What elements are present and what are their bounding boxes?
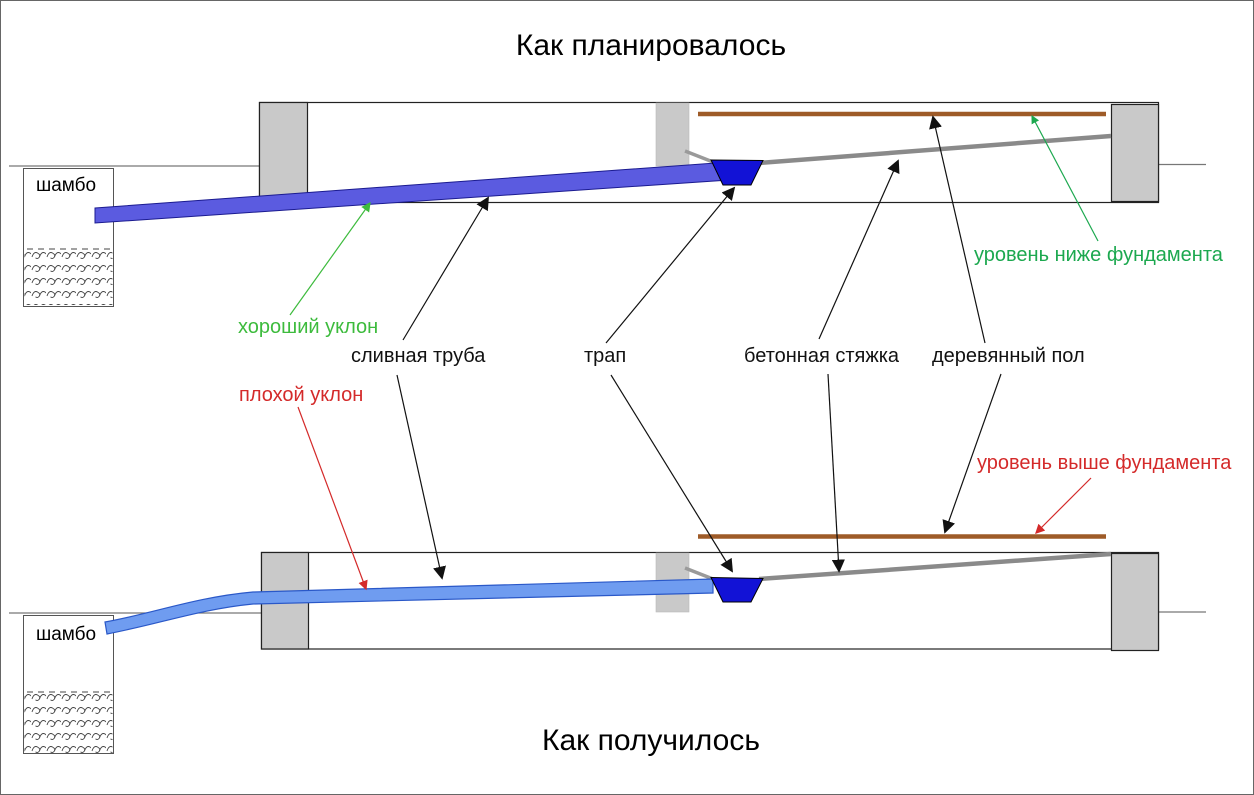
floor-drain-arrow-down: [610, 374, 733, 573]
actual-diagram: [9, 373, 1206, 754]
screed-arrow-down: [827, 373, 845, 573]
good-slope-arrow: [289, 201, 371, 316]
concrete-screed-line: [758, 133, 1112, 166]
drain-pipe-label: сливная труба: [351, 345, 486, 367]
septic-tank-label-top: шамбо: [36, 175, 97, 196]
floor-drain-arrow-up: [605, 186, 736, 344]
floor-drain-shape: [710, 576, 764, 603]
foundation-block-middle: [655, 102, 690, 167]
level-below-foundation-label: уровень ниже фундамента: [974, 244, 1223, 266]
septic-water-waves: [24, 248, 113, 305]
wooden-floor-arrow-down: [942, 373, 1002, 534]
floor-drain-label: трап: [584, 345, 627, 367]
wooden-floor-label: деревянный пол: [932, 345, 1085, 367]
foundation-block-left: [258, 101, 309, 204]
drain-pipe-arrow-up: [402, 196, 489, 341]
level-above-foundation-label: уровень выше фундамента: [977, 452, 1232, 474]
floor-drain-shape: [710, 159, 764, 186]
screed-arrow-up: [818, 159, 900, 340]
foundation-block-right: [1110, 552, 1160, 652]
bad-slope-arrow: [297, 406, 368, 591]
screed-connector: [684, 149, 714, 164]
good-slope-label: хороший уклон: [238, 316, 379, 338]
drain-pipe-arrow-down: [396, 374, 446, 580]
concrete-screed-line: [758, 551, 1112, 582]
level-below-arrow: [1031, 114, 1099, 242]
bad-slope-label: плохой уклон: [239, 384, 364, 406]
wooden-floor-arrow-up: [929, 115, 986, 344]
title-actual: Как получилось: [542, 724, 760, 757]
septic-water-waves: [24, 691, 113, 753]
drain-pipe-shape: [104, 578, 714, 635]
foundation-block-right: [1110, 103, 1160, 203]
screed-connector: [684, 566, 714, 581]
title-planned: Как планировалось: [515, 29, 787, 62]
septic-tank-label-bottom: шамбо: [36, 624, 97, 645]
concrete-screed-label: бетонная стяжка: [744, 345, 900, 367]
level-above-arrow: [1035, 477, 1092, 534]
planned-diagram: [9, 101, 1206, 344]
